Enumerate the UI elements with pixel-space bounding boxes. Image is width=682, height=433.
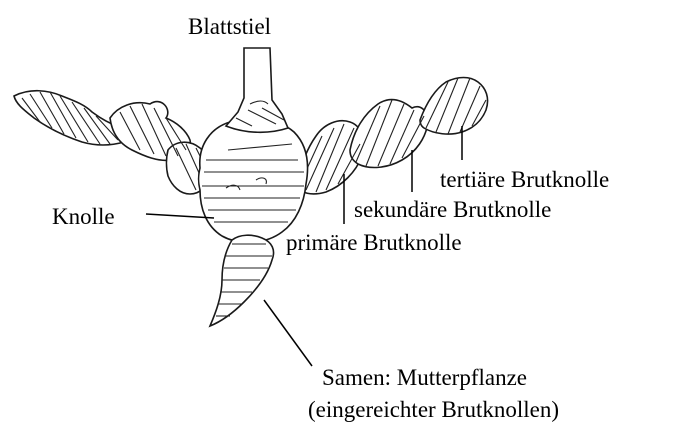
labels: Blattstiel Knolle primäre Brutknolle sek… <box>52 14 609 422</box>
central-tuber <box>199 119 308 243</box>
seed-tuber <box>210 235 274 326</box>
secondary-brood-tuber-shape <box>350 100 428 168</box>
seed-tuber-shape <box>210 235 274 326</box>
label-secondary-brood-tuber: sekundäre Brutknolle <box>354 197 551 222</box>
label-tuber: Knolle <box>52 204 115 229</box>
label-seed-line2: (eingereichter Brutknollen) <box>308 397 559 422</box>
tertiary-brood-tuber-shape <box>420 78 488 135</box>
petiole-shape <box>226 48 288 132</box>
left-tuber-chain <box>14 91 211 194</box>
label-primary-brood-tuber: primäre Brutknolle <box>286 230 462 255</box>
label-petiole: Blattstiel <box>188 14 271 39</box>
central-tuber-shape <box>199 119 308 243</box>
petiole <box>226 48 288 132</box>
leader-seed <box>264 300 312 366</box>
label-tertiary-brood-tuber: tertiäre Brutknolle <box>440 167 609 192</box>
label-seed-line1: Samen: Mutterpflanze <box>322 365 527 390</box>
left-outer-tuber <box>14 91 124 145</box>
